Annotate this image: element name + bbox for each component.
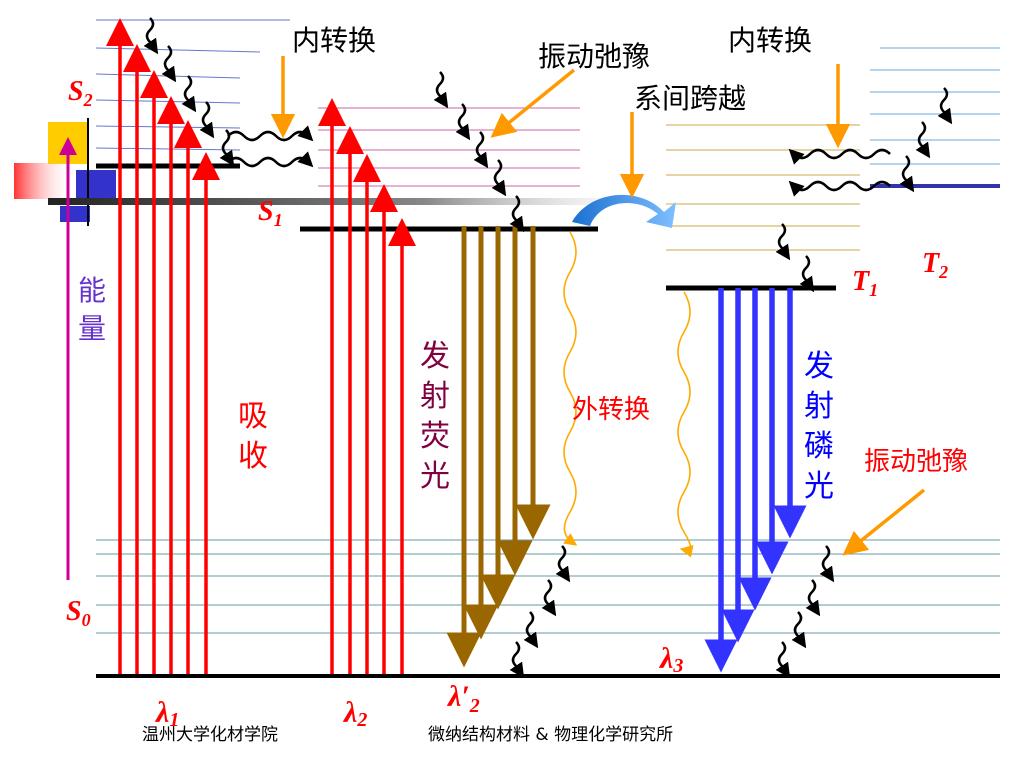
label-intersystem-crossing: 系间跨越 xyxy=(634,82,746,115)
svg-text:发: 发 xyxy=(804,349,834,384)
svg-text:收: 收 xyxy=(238,439,268,474)
s2-vibrational-levels xyxy=(95,19,290,151)
s0-vibrational-levels xyxy=(96,539,1000,634)
phosphorescence-arrows xyxy=(704,288,807,673)
label-s0: S0 xyxy=(66,596,91,630)
intersystem-crossing-arrow xyxy=(572,194,676,228)
label-absorption: 吸 收 xyxy=(238,399,268,474)
svg-text:射: 射 xyxy=(420,379,450,414)
fluorescence-arrows xyxy=(446,226,551,668)
footer-institution: 温州大学化材学院 xyxy=(142,725,278,745)
label-t1: T1 xyxy=(852,266,878,300)
label-s1: S1 xyxy=(258,196,283,230)
absorption-arrows-s2 xyxy=(106,18,220,674)
label-vibrational-relaxation-bottom: 振动弛豫 xyxy=(864,447,968,477)
label-vibrational-relaxation-top: 振动弛豫 xyxy=(538,40,650,73)
external-conversion-wavy-arrows xyxy=(563,231,694,558)
label-t2: T2 xyxy=(922,248,948,282)
label-phosphorescence: 发 射 磷 光 xyxy=(804,349,834,504)
svg-text:射: 射 xyxy=(804,389,834,424)
svg-text:光: 光 xyxy=(420,459,450,494)
label-lambda-2-prime: λ′2 xyxy=(446,680,480,717)
svg-text:荧: 荧 xyxy=(420,419,450,454)
t2-vibrational-levels xyxy=(870,47,1000,165)
svg-text:量: 量 xyxy=(78,312,106,345)
svg-text:光: 光 xyxy=(804,469,834,504)
vibrational-relaxation-squiggles xyxy=(143,17,953,679)
svg-text:发: 发 xyxy=(420,339,450,374)
label-lambda-3: λ3 xyxy=(658,642,683,677)
label-external-conversion: 外转换 xyxy=(572,395,650,425)
svg-text:能: 能 xyxy=(78,274,106,307)
label-energy: 能 量 xyxy=(78,274,106,345)
pointer-arrows xyxy=(270,56,926,556)
label-s2: S2 xyxy=(68,76,93,110)
label-lambda-2: λ2 xyxy=(342,696,367,731)
s1-vibrational-levels xyxy=(318,107,580,187)
label-fluorescence: 发 射 荧 光 xyxy=(420,339,450,494)
label-internal-conversion-right: 内转换 xyxy=(728,24,812,57)
decorative-corner xyxy=(14,118,678,226)
label-lambda-1: λ1 xyxy=(154,696,179,731)
svg-text:吸: 吸 xyxy=(238,399,268,434)
label-internal-conversion-left: 内转换 xyxy=(292,24,376,57)
t1-vibrational-levels xyxy=(666,124,860,251)
absorption-arrows-s1 xyxy=(318,98,416,674)
svg-text:磷: 磷 xyxy=(804,429,834,464)
internal-conversion-wavy-arrows-right xyxy=(788,148,891,197)
internal-conversion-wavy-arrows-left xyxy=(227,125,314,168)
footer-lab: 微纳结构材料 & 物理化学研究所 xyxy=(428,725,673,745)
